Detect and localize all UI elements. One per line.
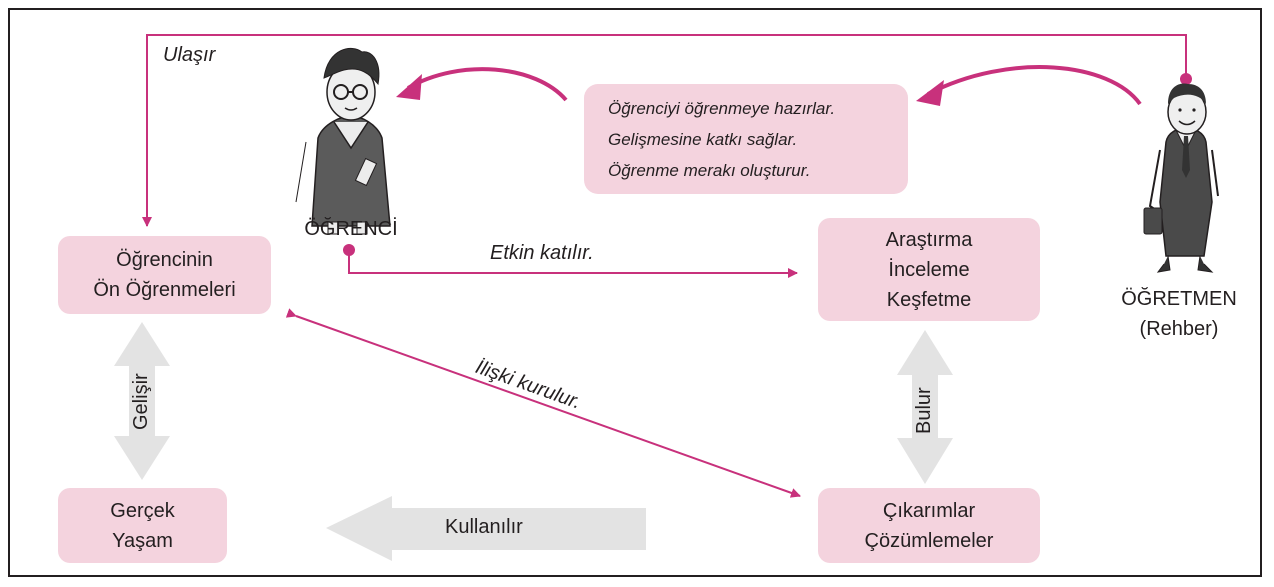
note-to-student-arrowhead	[396, 74, 422, 100]
teacher-note-line1: Öğrenciyi öğrenmeye hazırlar.	[608, 99, 836, 118]
student-connector-dot	[343, 244, 355, 256]
iliski-kurulur-connector	[285, 308, 801, 498]
diagram-frame	[8, 8, 1262, 577]
student-label: ÖĞRENCİ	[304, 218, 398, 240]
node-arastirma-line3: Keşfetme	[886, 288, 972, 311]
node-gercek-yasam-line1: Gerçek	[110, 499, 175, 522]
teacher-to-note-arrowhead	[916, 80, 944, 106]
node-arastirma: Araştırma İnceleme Keşfetme	[818, 218, 1040, 321]
teacher-label: ÖĞRETMEN (Rehber)	[1098, 284, 1260, 344]
node-arastirma-line2: İnceleme	[888, 258, 970, 281]
node-arastirma-line1: Araştırma	[885, 228, 973, 251]
teacher-figure	[1143, 83, 1219, 273]
teacher-connector-dot	[1180, 73, 1192, 85]
kullanilir-label: Kullanılır	[445, 516, 523, 538]
gelisir-double-arrow	[114, 322, 170, 480]
etkin-katilir-connector	[348, 252, 798, 278]
teacher-note-line3: Öğrenme merakı oluşturur.	[608, 161, 811, 180]
node-cikarimlar-line1: Çıkarımlar	[882, 499, 976, 522]
node-gercek-yasam: Gerçek Yaşam	[58, 488, 227, 563]
gelisir-label: Gelişir	[130, 373, 152, 430]
ulasir-connector	[142, 34, 1187, 227]
bulur-double-arrow	[897, 330, 953, 484]
teacher-to-note-arrow	[927, 65, 1142, 106]
node-on-ogrenmeler-line1: Öğrencinin	[116, 249, 213, 271]
teacher-note-line2: Gelişmesine katkı sağlar.	[608, 130, 798, 149]
note-to-student-arrow	[407, 67, 568, 102]
node-cikarimlar-line2: Çözümlemeler	[864, 529, 994, 552]
student-figure	[295, 48, 391, 235]
etkin-katilir-label: Etkin katılır.	[490, 242, 594, 264]
kullanilir-arrow	[326, 496, 646, 561]
bulur-label: Bulur	[913, 387, 935, 434]
node-gercek-yasam-line2: Yaşam	[112, 529, 173, 552]
teacher-role: (Rehber)	[1139, 318, 1219, 340]
node-cikarimlar: Çıkarımlar Çözümlemeler	[818, 488, 1040, 563]
teacher-name: ÖĞRETMEN	[1121, 288, 1237, 310]
node-on-ogrenmeler: Öğrencinin Ön Öğrenmeleri	[58, 236, 271, 314]
ulasir-label: Ulaşır	[163, 44, 216, 66]
node-on-ogrenmeler-line2: Ön Öğrenmeleri	[93, 279, 236, 301]
teacher-note: Öğrenciyi öğrenmeye hazırlar. Gelişmesin…	[584, 84, 908, 194]
